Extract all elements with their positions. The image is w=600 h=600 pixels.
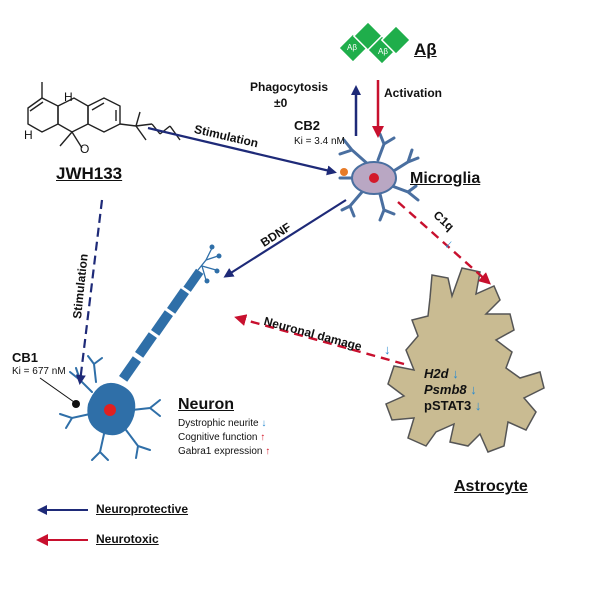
phagocytosis-label: Phagocytosis (250, 80, 329, 94)
abeta-tiles (337, 20, 412, 66)
astrocyte-marker-0-text: H2d (424, 366, 449, 381)
phagocytosis-value: ±0 (274, 96, 288, 110)
gem-methyl-2 (71, 131, 83, 149)
astrocyte-marker-2-text: pSTAT3 (424, 398, 472, 413)
neuron-effect-0-arrow: ↓ (261, 418, 267, 429)
ring-b (57, 97, 89, 133)
arrow-stimulation-cb2 (147, 126, 337, 176)
axon-terminal (197, 247, 219, 281)
cb2-label: CB2 (294, 118, 321, 133)
legend-neuroprotective-label: Neuroprotective (96, 502, 189, 516)
astrocyte-body (385, 267, 545, 453)
astrocyte-marker-2-arrow: ↓ (474, 398, 482, 413)
gem-methyl-1 (59, 131, 73, 147)
neuron-nucleus (104, 404, 116, 416)
astrocyte-marker-1-text: Psmb8 (424, 382, 467, 397)
side-chain-7 (169, 125, 181, 141)
neuron-effect-1-text: Cognitive function (178, 432, 258, 443)
abeta-tile-4 (380, 24, 412, 56)
arrow-bdnf (223, 199, 347, 278)
side-chain-2 (135, 111, 141, 127)
arrow-neuronal-damage (234, 314, 405, 366)
ring-a (27, 97, 59, 133)
abeta-tile-label-2: Aβ (378, 47, 388, 56)
cb1-ki: Ki = 677 nM (12, 366, 66, 377)
jwh133-label: JWH133 (56, 164, 123, 183)
side-chain-6 (159, 125, 171, 135)
arrow-stimulation-cb1 (75, 199, 104, 385)
astrocyte-marker-1: Psmb8 ↓ (424, 382, 477, 397)
astrocyte-marker-0-arrow: ↓ (452, 366, 459, 381)
side-chain-1 (119, 123, 137, 127)
arrow-c1q (397, 201, 491, 285)
atom-o: O (80, 142, 90, 156)
microglia-cell (338, 132, 420, 222)
neuron-effect-0: Dystrophic neurite ↓ (178, 418, 266, 429)
astrocyte-marker-0: H2d ↓ (424, 366, 459, 381)
atom-h-1: H (64, 90, 73, 104)
neuron-effect-2-text: Gabra1 expression (178, 446, 263, 457)
neuron-effect-1: Cognitive function ↑ (178, 432, 265, 443)
cb2-receptor-dot (340, 168, 348, 176)
neuron-effect-0-text: Dystrophic neurite (178, 418, 259, 429)
cb1-pointer (39, 377, 75, 403)
neuron-effect-1-arrow: ↑ (260, 432, 266, 443)
atom-h-2: H (24, 128, 33, 142)
astrocyte-label: Astrocyte (454, 478, 528, 495)
neuron-cell (39, 244, 222, 461)
activation-label: Activation (384, 86, 443, 100)
neuron-effect-2: Gabra1 expression ↑ (178, 446, 270, 457)
neuron-label: Neuron (178, 396, 234, 413)
side-chain-4 (135, 123, 153, 127)
microglia-label: Microglia (410, 170, 481, 187)
aromatic-bond-1 (91, 102, 105, 111)
double-bond (29, 101, 44, 112)
jwh133-structure (27, 82, 181, 149)
neuronal-damage-arrow: ↓ (384, 342, 391, 357)
astrocyte-marker-2: pSTAT3 ↓ (424, 398, 481, 413)
astrocyte-marker-1-arrow: ↓ (470, 382, 477, 397)
abeta-tile-label-1: Aβ (347, 43, 357, 52)
cb1-label: CB1 (12, 350, 39, 365)
cb2-ki: Ki = 3.4 nM (294, 136, 345, 147)
neuron-axon (119, 268, 204, 382)
side-chain-3 (135, 125, 147, 141)
microglia-nucleus (369, 173, 379, 183)
abeta-label: Aβ (414, 40, 437, 59)
legend-neurotoxic-label: Neurotoxic (96, 532, 159, 546)
neuron-effect-2-arrow: ↑ (265, 446, 271, 457)
